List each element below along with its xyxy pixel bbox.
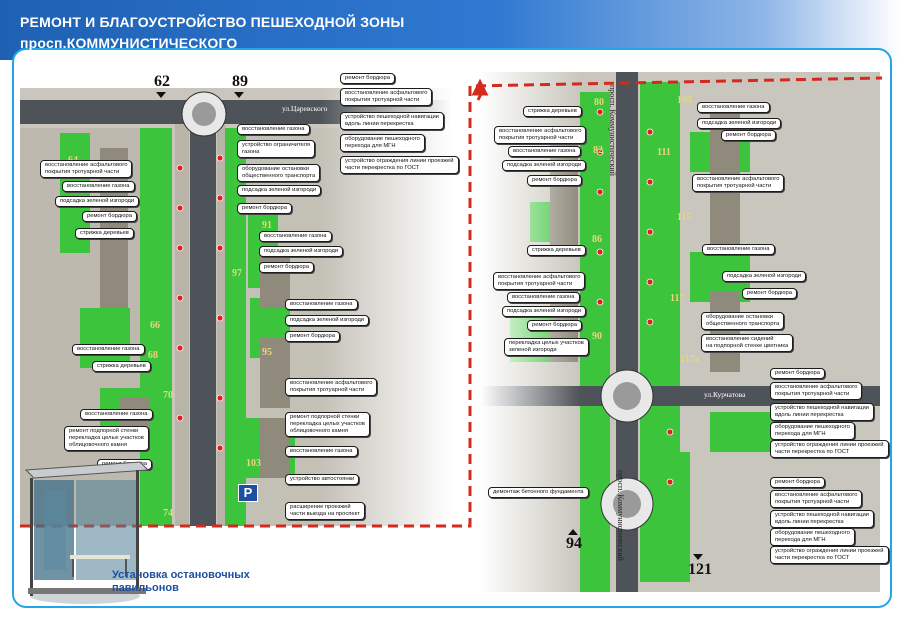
marker-94-triangle: [568, 529, 578, 535]
callout-b-navigation: устройство пешеходной навигации вдоль ли…: [770, 510, 874, 528]
callout-70-wall: ремонт подпорной стенки перекладка целых…: [64, 426, 149, 451]
building-91: 91: [262, 220, 272, 231]
marker-89: 89: [232, 73, 248, 90]
callout-left-lawn: восстановление газона: [62, 181, 135, 192]
callout-r-asphalt-top: восстановление асфальтового покрытия тро…: [494, 126, 587, 144]
callout-k-navigation: устройство пешеходной навигации вдоль ли…: [770, 403, 874, 421]
callout-r-hedge-transfer: перекладка целых участков зеленой изгоро…: [504, 338, 589, 356]
callout-r-lawn-top: восстановление газона: [508, 146, 581, 157]
callout-r-lawn-mid: восстановление газона: [507, 292, 580, 303]
callout-retaining-wall: ремонт подпорной стенки перекладка целых…: [285, 412, 370, 437]
marker-94: 94: [566, 535, 582, 552]
street-tsarevskogo: ул.Царевского: [282, 104, 328, 113]
marker-121-triangle: [693, 554, 703, 560]
callout-lawn-restore: восстановление газона: [237, 124, 310, 135]
callout-road-fence: устройство ограждения линии проезжей час…: [340, 156, 459, 174]
marker-89-triangle: [234, 92, 244, 98]
callout-k-mgn: оборудование пешеходного перехода для МГ…: [770, 422, 855, 440]
page-subtitle: просп.КОММУНИСТИЧЕСКОГО: [20, 35, 238, 51]
callout-95-lawn: восстановление газона: [285, 299, 358, 310]
callout-parking-lot: устройство автостоянки: [285, 474, 360, 485]
callout-e-lawn-1: восстановление газона: [697, 102, 770, 113]
callout-68-lawn: восстановление газона: [72, 344, 145, 355]
bus-shelter-illustration: [24, 461, 150, 604]
callout-r-hedge-mid: подсадка зеленой изгороди: [502, 306, 587, 317]
callout-hedge-planting: подсадка зеленой изгороди: [237, 185, 322, 196]
callout-left-asphalt: восстановление асфальтового покрытия тро…: [40, 160, 133, 178]
callout-right-asphalt: восстановление асфальтового покрытия тро…: [285, 378, 378, 396]
building-117a: 117а: [680, 354, 700, 365]
building-103: 103: [246, 458, 261, 469]
building-97: 97: [232, 268, 242, 279]
marker-62: 62: [154, 73, 170, 90]
building-70: 70: [163, 390, 173, 401]
callout-r-curb-top: ремонт бордюра: [527, 175, 582, 186]
pavilion-caption: Установка остановочных павильонов: [112, 569, 250, 594]
callout-b-foundation: демонтаж бетонного фундамента: [488, 487, 589, 498]
callout-91-curb: ремонт бордюра: [259, 262, 314, 273]
callout-left-curb: ремонт бордюра: [82, 211, 137, 222]
callout-r-trees-mid: стрижка деревьев: [527, 245, 586, 256]
callout-e-bus-stop: оборудование остановки общественного тра…: [701, 312, 785, 330]
building-95: 95: [262, 347, 272, 358]
callout-pedestrian-navigation: устройство пешеходной навигации вдоль ли…: [340, 112, 444, 130]
callout-91-hedge: подсадка зеленой изгороди: [259, 246, 344, 257]
page-title: РЕМОНТ И БЛАГОУСТРОЙСТВО ПЕШЕХОДНОЙ ЗОНЫ: [20, 14, 405, 30]
building-105: 105: [677, 95, 692, 106]
building-90: 90: [592, 331, 602, 342]
callout-r-asphalt-mid: восстановление асфальтового покрытия тро…: [493, 272, 586, 290]
street-kurchatova: ул.Курчатова: [704, 390, 746, 399]
callout-b-mgn: оборудование пешеходного перехода для МГ…: [770, 528, 855, 546]
callout-k-fence: устройство ограждения линии проезжей час…: [770, 440, 889, 458]
marker-121: 121: [688, 561, 712, 578]
callout-bus-stop: оборудование остановки общественного тра…: [237, 164, 321, 182]
callout-e-hedge-1: подсадка зеленой изгороди: [697, 118, 782, 129]
callout-asphalt-restore: восстановление асфальтового покрытия тро…: [340, 88, 433, 106]
building-117: 117: [670, 293, 685, 304]
callout-e-lawn-2: восстановление газона: [702, 244, 775, 255]
callout-right-lawn: восстановление газона: [285, 446, 358, 457]
callout-b-asphalt: восстановление асфальтового покрытия тро…: [770, 490, 863, 508]
callout-left-trees: стрижка деревьев: [75, 228, 134, 239]
building-80: 80: [594, 97, 604, 108]
callout-70-lawn: восстановление газона: [80, 409, 153, 420]
callout-r-trees-top: стрижка деревьев: [523, 106, 582, 117]
callout-k-asphalt: восстановление асфальтового покрытия тро…: [770, 382, 863, 400]
building-74: 74: [163, 508, 173, 519]
marker-62-triangle: [156, 92, 166, 98]
callout-left-hedge: подсадка зеленой изгороди: [55, 196, 140, 207]
callout-95-curb: ремонт бордюра: [285, 331, 340, 342]
callout-68-trees: стрижка деревьев: [92, 361, 151, 372]
callout-mgn-crossing: оборудование пешеходного перехода для МГ…: [340, 134, 425, 152]
callout-lawn-limiter: устройство ограничителя газона: [237, 140, 316, 158]
callout-b-fence: устройство ограждения линии проезжей час…: [770, 546, 889, 564]
building-86: 86: [592, 234, 602, 245]
building-68: 68: [148, 350, 158, 361]
callout-r-curb-mid: ремонт бордюра: [527, 320, 582, 331]
callout-e-asphalt: восстановление асфальтового покрытия тро…: [692, 174, 785, 192]
parking-sign: P: [238, 484, 258, 502]
callout-e-seats: восстановление сидений на подпорной стен…: [701, 334, 794, 352]
callout-e-curb-2: ремонт бордюра: [742, 288, 797, 299]
callout-curb-repair: ремонт бордюра: [340, 73, 395, 84]
callout-curb-repair-2: ремонт бордюра: [237, 203, 292, 214]
callout-r-hedge-top: подсадка зеленой изгороди: [502, 160, 587, 171]
callout-k-curb: ремонт бордюра: [770, 368, 825, 379]
callout-b-curb: ремонт бордюра: [770, 477, 825, 488]
callout-e-curb-1: ремонт бордюра: [721, 130, 776, 141]
callout-91-lawn: восстановление газона: [259, 231, 332, 242]
building-66: 66: [150, 320, 160, 331]
building-82: 82: [593, 145, 603, 156]
callout-95-hedge: подсадка зеленой изгороди: [285, 315, 370, 326]
callout-e-hedge-2: подсадка зеленой изгороди: [722, 271, 807, 282]
building-115: 115: [677, 212, 692, 223]
building-111: 111: [657, 147, 671, 158]
callout-road-widening: расширение проезжей части выезда на прос…: [285, 502, 365, 520]
